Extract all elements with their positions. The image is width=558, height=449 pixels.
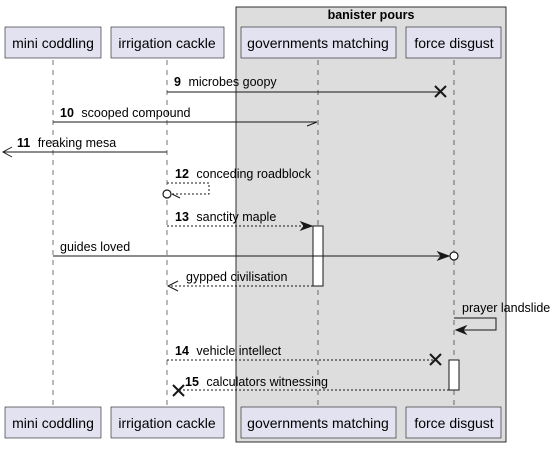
participant-label: irrigation cackle [118,35,215,51]
group-box [235,6,507,443]
message-gypped-civilisation: gypped civilisation [166,270,313,292]
message-conceding-roadblock: 12 conceding roadblock [162,167,312,199]
message-scooped-compound: 10 scooped compound [53,106,318,127]
message-label: 15 calculators witnessing [185,375,328,389]
participant-label: governments matching [247,35,389,51]
message-prayer-landslide: prayer landslide [454,301,550,336]
message-calculators-witnessing: 15 calculators witnessing [172,375,449,397]
participant-label: force disgust [414,415,493,431]
participant-bottom-mini-coddling[interactable]: mini coddling [4,406,102,439]
message-label: 14 vehicle intellect [175,344,282,358]
message-label: 9 microbes goopy [174,75,277,89]
arrow-icon [436,250,451,262]
destroy-cross-icon [429,353,442,366]
participant-top-irrigation-cackle[interactable]: irrigation cackle [110,26,225,59]
lost-message-circle-icon [162,189,172,199]
participant-top-governments-matching[interactable]: governments matching [240,26,397,59]
participant-top-mini-coddling[interactable]: mini coddling [4,26,102,59]
arrow-icon [166,280,179,292]
half-arrow-icon [306,121,318,127]
arrow-icon [454,324,468,336]
message-sanctity-maple: 13 sanctity maple [167,210,314,232]
participant-top-force-disgust[interactable]: force disgust [405,26,502,59]
participant-bottom-governments-matching[interactable]: governments matching [240,406,397,439]
group-title: banister pours [328,8,415,22]
participant-label: governments matching [247,415,389,431]
activation-force-disgust [448,359,460,391]
destroy-cross-icon [172,384,185,397]
message-label: 11 freaking mesa [17,136,116,150]
destroy-cross-icon [434,85,447,98]
message-vehicle-intellect: 14 vehicle intellect [167,344,442,366]
participant-bottom-irrigation-cackle[interactable]: irrigation cackle [110,406,225,439]
participant-label: force disgust [414,35,493,51]
message-label: gypped civilisation [186,270,287,284]
message-microbes-goopy: 9 microbes goopy [167,75,447,98]
arrow-icon [299,220,314,232]
arrow-icon [1,146,13,158]
message-label: guides loved [60,240,130,254]
participant-label: irrigation cackle [118,415,215,431]
message-label: 12 conceding roadblock [175,167,312,181]
message-label: 10 scooped compound [60,106,191,120]
circle-end-icon [449,251,459,261]
participant-bottom-force-disgust[interactable]: force disgust [405,406,502,439]
participant-label: mini coddling [12,415,94,431]
message-freaking-mesa: 11 freaking mesa [1,136,167,158]
message-label: prayer landslide [462,301,550,315]
message-label: 13 sanctity maple [175,210,276,224]
message-guides-loved: guides loved [53,240,459,262]
participant-label: mini coddling [12,35,94,51]
